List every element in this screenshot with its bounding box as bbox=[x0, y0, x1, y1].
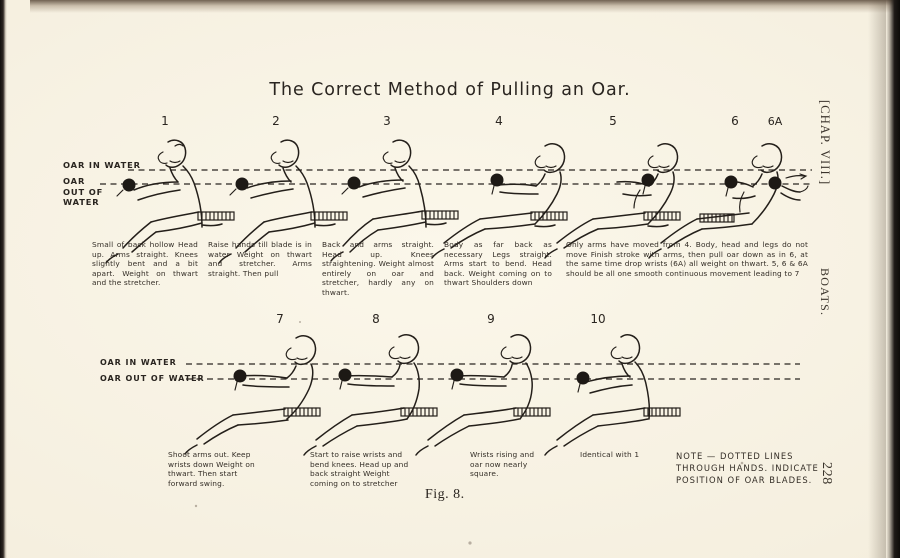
figure-number-6: 6 bbox=[731, 114, 739, 128]
figure-number-9: 9 bbox=[487, 312, 495, 326]
figure-number-1: 1 bbox=[161, 114, 169, 128]
oar-handle-10 bbox=[576, 371, 590, 385]
stretcher-footplate-8 bbox=[400, 407, 438, 417]
scan-edge-top-shadow bbox=[30, 0, 900, 13]
figure-number-10: 10 bbox=[590, 312, 606, 326]
oar-handle-5 bbox=[641, 173, 655, 187]
oar-handle-9 bbox=[450, 368, 464, 382]
figure-number-2: 2 bbox=[272, 114, 280, 128]
stretcher-footplate-10 bbox=[643, 407, 681, 417]
rower-figure-7 bbox=[184, 335, 321, 455]
oar-handle-6 bbox=[724, 175, 738, 189]
waterline-label-out-of-water-row1: OAR OUT OF WATER bbox=[63, 176, 104, 207]
stretcher-footplate-2 bbox=[310, 211, 348, 221]
caption-10: Identical with 1 bbox=[580, 450, 640, 459]
stretcher-footplate-1 bbox=[197, 211, 235, 221]
waterline-label-in-water-row1: OAR IN WATER bbox=[63, 160, 141, 170]
caption-3: Back and arms straight. Head up. Knees s… bbox=[322, 240, 434, 297]
page-title: The Correct Method of Pulling an Oar. bbox=[269, 80, 631, 100]
scan-edge-left bbox=[0, 0, 7, 558]
oar-handle-7 bbox=[233, 369, 247, 383]
oar-handle-2 bbox=[235, 177, 249, 191]
oar-handle-6a bbox=[768, 176, 782, 190]
waterline-label-out-of-water-row2: OAR OUT OF WATER bbox=[100, 374, 205, 383]
waterline-label-in-water-row2: OAR IN WATER bbox=[100, 358, 177, 367]
rower-figure-6a-wrist-detail bbox=[768, 173, 809, 201]
caption-1: Small of back hollow Head up. Arms strai… bbox=[92, 240, 198, 288]
scan-edge-right bbox=[886, 0, 900, 558]
rower-figure-10 bbox=[544, 334, 681, 456]
figure-number-3: 3 bbox=[383, 114, 391, 128]
oar-handle-3 bbox=[347, 176, 361, 190]
scan-edge-right-shadow bbox=[868, 0, 886, 558]
figure-number-4: 4 bbox=[495, 114, 503, 128]
oar-handle-8 bbox=[338, 368, 352, 382]
running-head-chapter: [CHAP. VIII.] bbox=[818, 100, 832, 186]
stretcher-footplate-5 bbox=[643, 211, 681, 221]
rower-figure-8 bbox=[303, 334, 438, 456]
oar-handle-1 bbox=[122, 178, 136, 192]
caption-7: Shoot arms out. Keep wrists down Weight … bbox=[168, 450, 255, 488]
note-dotted-lines: NOTE — DOTTED LINES THROUGH HANDS. INDIC… bbox=[676, 451, 819, 485]
figure-number-7: 7 bbox=[276, 312, 284, 326]
caption-4: Body as far back as necessary Legs strai… bbox=[444, 240, 552, 288]
running-head-boats: BOATS. bbox=[818, 268, 832, 317]
figure-caption-label: Fig. 8. bbox=[425, 487, 465, 502]
stretcher-footplate-9 bbox=[513, 407, 551, 417]
stretcher-footplate-6 bbox=[699, 213, 735, 223]
figure-number-5: 5 bbox=[609, 114, 617, 128]
stretcher-footplate-3 bbox=[421, 210, 459, 220]
figure-number-6a: 6A bbox=[767, 115, 783, 128]
rower-figure-9 bbox=[415, 334, 551, 456]
oar-handle-4 bbox=[490, 173, 504, 187]
caption-2: Raise hands till blade is in water Weigh… bbox=[208, 240, 312, 278]
figure-number-8: 8 bbox=[372, 312, 380, 326]
caption-8: Start to raise wrists and bend knees. He… bbox=[310, 450, 409, 488]
caption-9: Wrists rising and oar now nearly square. bbox=[470, 450, 535, 479]
stretcher-footplate-4 bbox=[530, 211, 568, 221]
stretcher-footplate-7 bbox=[283, 407, 321, 417]
caption-5-6-6a: Only arms have moved from 4. Body, head … bbox=[566, 240, 808, 278]
